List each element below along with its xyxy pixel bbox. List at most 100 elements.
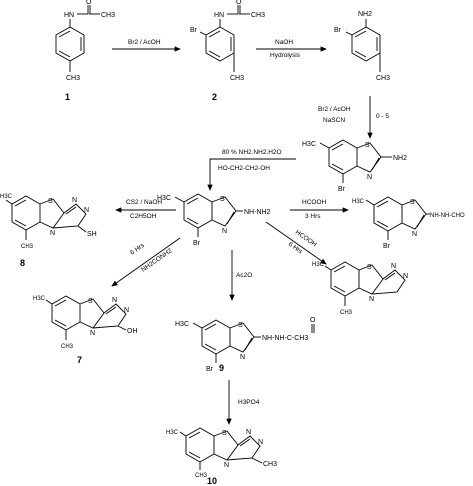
compound-bromoaniline: NH2 Br CH3	[334, 11, 390, 82]
atom-o: O	[86, 0, 92, 6]
atom-h3c: H3C	[352, 199, 365, 205]
atom-ch3: CH3	[251, 12, 265, 19]
atom-n: N	[224, 462, 229, 469]
compound-hydrazinobenzothiazole: S N NH-NH2 H3C Br	[157, 193, 271, 247]
benzene-ring	[51, 295, 81, 331]
compound-triazolobenzothiazole: S N N N H3C CH3	[312, 261, 408, 316]
atom-s: S	[220, 196, 225, 203]
atom-n: N	[84, 207, 89, 214]
atom-s: S	[365, 142, 370, 149]
compound-number: 10	[207, 476, 217, 486]
reaction-arrow	[265, 221, 327, 265]
atom-br: Br	[190, 27, 198, 34]
atom-o: O	[310, 317, 316, 324]
atom-n: N	[258, 439, 263, 446]
atom-s: S	[410, 199, 415, 206]
benzene-ring	[351, 26, 381, 62]
atom-n: N	[50, 230, 55, 237]
atom-n: N	[222, 228, 227, 235]
atom-h3c: H3C	[175, 321, 189, 328]
compound-9: S N NH-NH-C-CH3 O H3C Br 9	[175, 317, 316, 373]
atom-nh2: NH2	[393, 155, 407, 162]
atom-ch3: CH3	[61, 344, 74, 350]
reagent-label: HO-CH2-CH2-OH	[218, 165, 270, 172]
atom-hn: HN	[214, 12, 224, 19]
atom-n: N	[112, 297, 117, 304]
atom-ch3: CH3	[195, 473, 208, 479]
atom-h3c: H3C	[166, 430, 179, 436]
compound-number: 2	[212, 92, 217, 102]
hydrazine-chain: NH-NH2	[244, 209, 271, 216]
atom-h3c: H3C	[33, 296, 46, 302]
compound-10: S N N N CH3 H3C CH3 10	[166, 427, 277, 486]
reagent-label: Br2 / AcOH	[318, 106, 351, 113]
atom-s: S	[367, 264, 372, 271]
benzene-ring	[55, 26, 85, 62]
atom-n: N	[240, 354, 245, 361]
reaction-arrow	[111, 237, 181, 287]
compound-number: 9	[219, 363, 224, 373]
benzene-ring	[201, 319, 231, 355]
atom-h3c: H3C	[157, 195, 171, 202]
atom-s: S	[48, 198, 53, 205]
atom-n: N	[369, 296, 374, 303]
reagent-label: NH2CONH2	[140, 247, 174, 273]
atom-h3c: H3C	[0, 194, 13, 200]
atom-ch3: CH3	[66, 75, 80, 82]
reagent-label: Hydrolysis	[270, 52, 301, 59]
reagent-label: H3PO4	[238, 399, 260, 406]
reagent-label: HCOOH	[302, 199, 327, 206]
reagent-label: 80 % NH2.NH2.H2O	[222, 149, 282, 156]
atom-br: Br	[383, 243, 391, 250]
atom-s: S	[88, 298, 93, 305]
atom-n: N	[403, 273, 408, 280]
compound-8: S N N N SH H3C CH3 8	[0, 194, 97, 268]
atom-s: S	[238, 322, 243, 329]
reagent-label: 6 Hrs	[129, 242, 146, 257]
atom-n: N	[391, 263, 396, 270]
atom-h3c: H3C	[312, 262, 325, 268]
acetyl-chain: NH-NH-C-CH3	[262, 335, 308, 342]
atom-ch3: CH3	[101, 12, 115, 19]
atom-ch3: CH3	[230, 75, 244, 82]
benzene-ring	[373, 196, 403, 232]
reagent-label: 0 - 5	[376, 113, 389, 120]
atom-n: N	[72, 197, 77, 204]
atom-s: S	[222, 430, 227, 437]
benzene-ring	[330, 261, 360, 297]
atom-nh2: NH2	[358, 11, 372, 18]
atom-ch3: CH3	[263, 461, 277, 468]
atom-sh: SH	[87, 231, 97, 238]
compound-7: S N N N OH H3C CH3 7	[33, 295, 138, 365]
atom-o: O	[236, 0, 242, 6]
reagent-label: C2H5OH	[130, 213, 157, 220]
reaction-arrow	[207, 158, 296, 191]
benzene-ring	[205, 26, 235, 62]
compound-1: HN O CH3 CH3 1	[55, 0, 115, 102]
atom-n: N	[367, 174, 372, 181]
atom-br: Br	[334, 27, 342, 34]
atom-hn: HN	[64, 12, 74, 19]
reagent-label: 6 Hrs	[287, 241, 304, 256]
atom-ch3: CH3	[21, 244, 34, 250]
atom-br: Br	[338, 186, 346, 193]
atom-br: Br	[206, 366, 214, 373]
compound-2: HN O CH3 Br CH3 2	[190, 0, 265, 102]
compound-number: 1	[65, 92, 70, 102]
atom-n: N	[90, 330, 95, 337]
formyl-chain: NH-NH-CHO	[430, 213, 465, 219]
atom-n: N	[124, 307, 129, 314]
compound-aminobenzothiazole: S N NH2 H3C Br	[302, 139, 407, 193]
reagent-label: Br2 / AcOH	[128, 39, 161, 46]
atom-n: N	[412, 231, 417, 238]
benzene-ring	[11, 195, 41, 231]
reagent-label: NaSCN	[323, 117, 345, 124]
atom-ch3: CH3	[376, 75, 390, 82]
reagent-label: Ac2O	[236, 272, 252, 279]
reagent-label: 3 Hrs	[305, 213, 321, 220]
reagent-label: NaOH	[275, 39, 293, 46]
benzene-ring	[183, 193, 213, 229]
benzene-ring	[185, 427, 215, 463]
atom-oh: OH	[127, 328, 138, 335]
reagent-label: CS2 / NaOH	[126, 199, 162, 206]
